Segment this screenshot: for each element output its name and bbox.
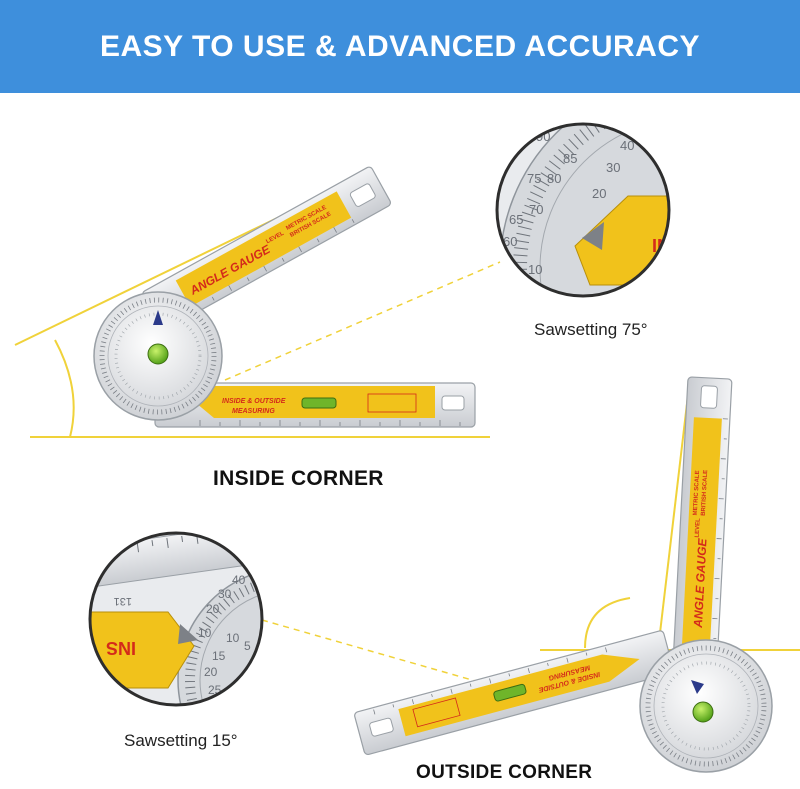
outside-arm-sub1: LEVEL	[695, 518, 702, 538]
zoom2-num-7: 20	[204, 665, 218, 679]
zoom1-num-10: 10	[528, 262, 542, 277]
inside-callout-line	[224, 261, 501, 381]
zoom2-num-9: 30	[226, 693, 240, 707]
outside-arm: ANGLE GAUGE LEVEL METRIC SCALE BRITISH S…	[671, 376, 733, 680]
inside-corner-illustration: ANGLE GAUGE LEVEL METRIC SCALE BRITISH S…	[14, 166, 501, 438]
zoom1-num-9: 20	[592, 186, 606, 201]
zoom2-num-1: 30	[218, 587, 232, 601]
zoom1-num-6: 60	[503, 234, 517, 249]
inside-zoom-view: 90 85 80 75 70 65 60 40 30 20 10 IN 131	[495, 122, 671, 298]
zoom1-num-3: 75	[527, 171, 541, 186]
zoom2-label: INS	[106, 638, 136, 658]
zoom2-num-3: 10	[198, 626, 212, 640]
inside-callout-text: Sawsetting 75°	[534, 320, 648, 339]
inside-base-label2: MEASURING	[232, 408, 275, 415]
zoom1-num-8: 30	[606, 160, 620, 175]
header-banner: EASY TO USE & ADVANCED ACCURACY	[0, 0, 800, 93]
outside-base: INSIDE & OUTSIDE MEASURING	[354, 630, 674, 756]
zoom2-ruler-num: 131	[114, 595, 132, 607]
zoom2-num-0: 40	[232, 573, 246, 587]
outside-protractor-dial	[639, 639, 773, 773]
zoom1-num-5: 65	[509, 212, 523, 227]
banner-title: EASY TO USE & ADVANCED ACCURACY	[99, 29, 701, 63]
zoom1-num-7: 40	[620, 138, 634, 153]
zoom1-num-2: 80	[547, 171, 561, 186]
inside-angle-arc	[54, 339, 75, 438]
outside-corner-caption: OUTSIDE CORNER	[416, 762, 593, 783]
inside-base: INSIDE & OUTSIDE MEASURING	[154, 382, 476, 428]
inside-protractor-dial	[93, 291, 223, 421]
inside-corner-caption: INSIDE CORNER	[213, 467, 384, 490]
outside-arm-label: ANGLE GAUGE	[691, 537, 710, 629]
zoom2-num-2: 20	[206, 602, 220, 616]
zoom2-num-5: 10	[226, 631, 240, 645]
outside-zoom-view: 40 30 20 10 5 10 15 20 25 30 INS 131	[88, 531, 264, 707]
outside-arm-sub2: METRIC SCALE	[693, 470, 701, 515]
zoom1-num-4: 70	[529, 202, 543, 217]
outside-angle-arc	[584, 597, 631, 649]
outside-callout-text: Sawsetting 15°	[124, 731, 238, 750]
zoom2-num-4: 5	[244, 639, 251, 653]
zoom1-num-1: 85	[563, 151, 577, 166]
inside-arm: ANGLE GAUGE LEVEL METRIC SCALE BRITISH S…	[142, 166, 391, 331]
outside-wall-line	[657, 377, 691, 651]
inside-base-label1: INSIDE & OUTSIDE	[222, 398, 286, 405]
outside-arm-sub3: BRITISH SCALE	[701, 470, 709, 516]
outside-corner-illustration: ANGLE GAUGE LEVEL METRIC SCALE BRITISH S…	[261, 376, 800, 773]
zoom2-num-6: 15	[212, 649, 226, 663]
